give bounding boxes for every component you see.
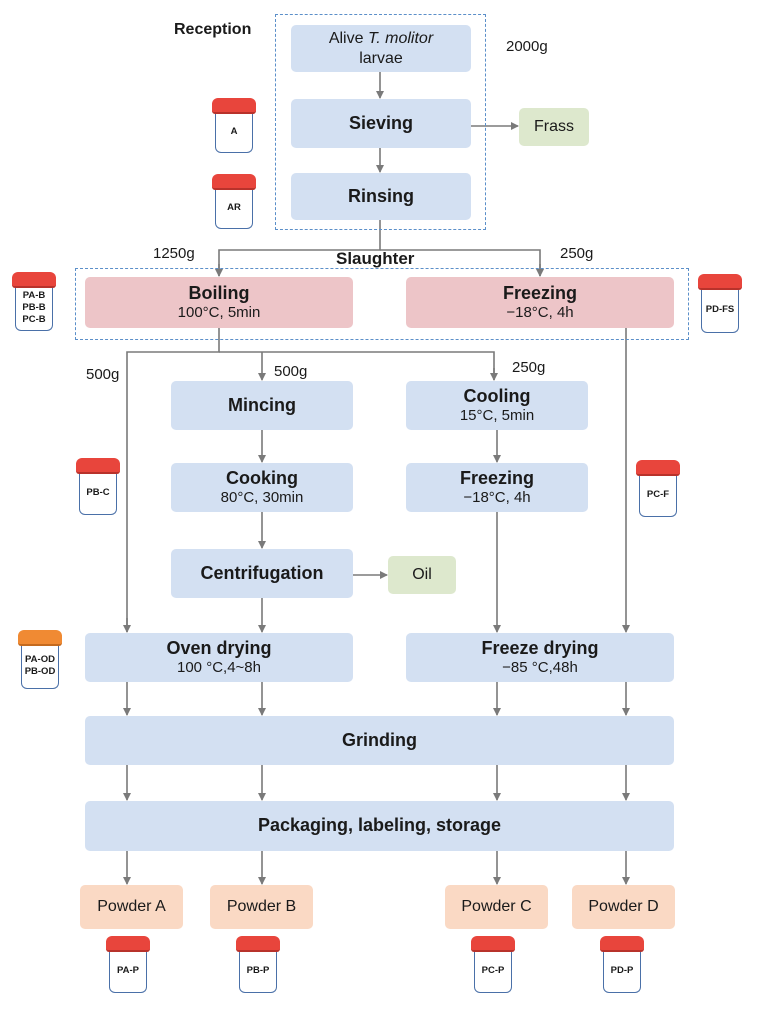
sample-jar-oven: PA-OD PB-OD	[18, 630, 62, 689]
jar-lid	[600, 936, 644, 952]
jar-lid	[18, 630, 62, 646]
jar-lid	[212, 98, 256, 114]
quantity-250g-freezing: 250g	[560, 245, 594, 262]
jar-lid	[12, 272, 56, 288]
jar-lid	[698, 274, 742, 290]
slaughter-group-border	[75, 268, 689, 340]
sample-jar-pc-p: PC-P	[471, 936, 515, 993]
slaughter-label: Slaughter	[336, 249, 415, 268]
quantity-500g-oven: 500g	[86, 366, 120, 383]
jar-lid	[212, 174, 256, 190]
sample-jar-pb-c: PB-C	[76, 458, 120, 515]
quantity-250g-cooling: 250g	[512, 359, 546, 376]
powder-a-box: Powder A	[80, 885, 183, 929]
oven-drying-box: Oven drying 100 °C,4~8h	[85, 633, 353, 682]
sample-jar-ar: AR	[212, 174, 256, 229]
jar-lid	[636, 460, 680, 476]
mincing-box: Mincing	[171, 381, 353, 430]
freeze-drying-box: Freeze drying −85 °C,48h	[406, 633, 674, 682]
sample-jar-pa-p: PA-P	[106, 936, 150, 993]
freezing2-box: Freezing −18°C, 4h	[406, 463, 588, 512]
powder-d-box: Powder D	[572, 885, 675, 929]
species-name: T. molitor	[367, 30, 434, 48]
rinsing-box: Rinsing	[291, 173, 471, 220]
frass-box: Frass	[519, 108, 589, 146]
sample-jar-a: A	[212, 98, 256, 153]
jar-lid	[471, 936, 515, 952]
alive-larvae-box: Alive T. molitor larvae	[291, 25, 471, 72]
sample-jar-boil: PA-B PB-B PC-B	[12, 272, 56, 331]
jar-lid	[236, 936, 280, 952]
reception-label: Reception	[174, 21, 252, 38]
jar-lid	[106, 936, 150, 952]
sieving-box: Sieving	[291, 99, 471, 148]
powder-c-box: Powder C	[445, 885, 548, 929]
sample-jar-pd-fs: PD-FS	[698, 274, 742, 333]
reception-group-border	[275, 14, 486, 230]
cooling-box: Cooling 15°C, 5min	[406, 381, 588, 430]
packaging-box: Packaging, labeling, storage	[85, 801, 674, 851]
oil-box: Oil	[388, 556, 456, 594]
sample-jar-pc-f: PC-F	[636, 460, 680, 517]
quantity-500g-mincing: 500g	[274, 363, 308, 380]
centrifugation-box: Centrifugation	[171, 549, 353, 598]
sample-jar-pd-p: PD-P	[600, 936, 644, 993]
sample-jar-pb-p: PB-P	[236, 936, 280, 993]
arrow-slaughter-split	[218, 220, 381, 276]
arrow-boiling-split	[126, 328, 220, 632]
freezing-box: Freezing −18°C, 4h	[406, 277, 674, 328]
powder-b-box: Powder B	[210, 885, 313, 929]
grinding-box: Grinding	[85, 716, 674, 765]
cooking-box: Cooking 80°C, 30min	[171, 463, 353, 512]
quantity-1250g: 1250g	[153, 245, 195, 262]
quantity-2000g: 2000g	[506, 38, 548, 55]
jar-lid	[76, 458, 120, 474]
boiling-box: Boiling 100°C, 5min	[85, 277, 353, 328]
